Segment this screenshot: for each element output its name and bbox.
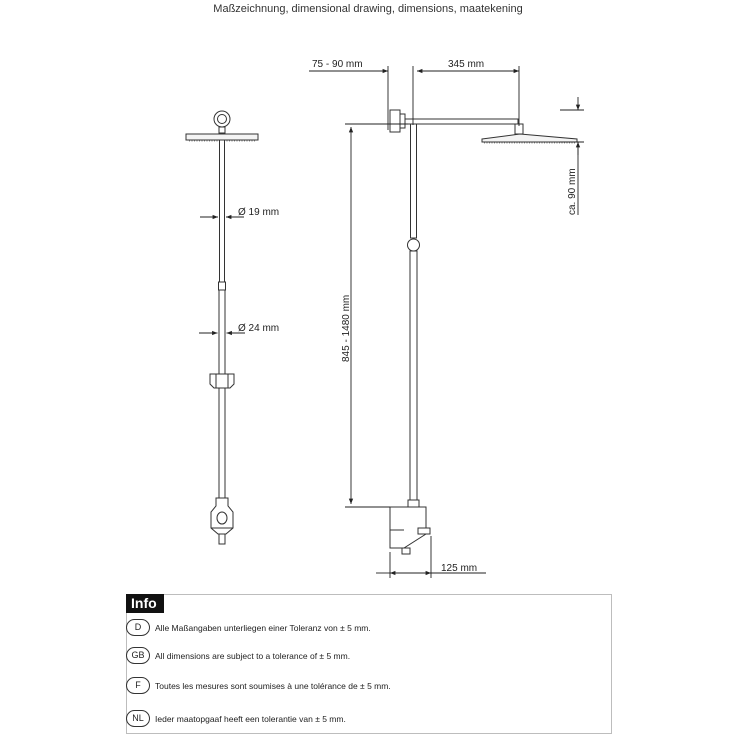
side-mixer-outlet <box>401 547 411 555</box>
dimensional-drawing: Ø 19 mm Ø 24 mm 75 - 90 mm <box>185 59 584 578</box>
dim-offset-label: 75 - 90 mm <box>312 59 363 70</box>
wall-mount-ring-inner <box>217 114 227 124</box>
front-lower-pipe <box>218 289 226 499</box>
info-row-de: D Alle Maßangaben unterliegen einer Tole… <box>126 619 371 636</box>
language-badge-de: D <box>126 619 150 636</box>
info-row-gb: GB All dimensions are subject to a toler… <box>126 647 350 664</box>
info-text-gb: All dimensions are subject to a toleranc… <box>155 650 351 661</box>
info-text-de: Alle Maßangaben unterliegen einer Tolera… <box>155 622 371 633</box>
info-text-nl: Ieder maatopgaaf heeft een tolerantie va… <box>155 713 346 724</box>
dim-arm-marker <box>417 66 520 126</box>
dim-head-label: ca. 90 mm <box>567 168 578 215</box>
front-holder <box>209 373 235 389</box>
info-row-fr: F Toutes les mesures sont soumises à une… <box>126 677 391 694</box>
info-row-nl: NL Ieder maatopgaaf heeft een tolerantie… <box>126 710 346 727</box>
front-upper-pipe <box>219 139 225 283</box>
side-mixer-body <box>389 506 427 549</box>
dim-base-marker <box>376 536 486 578</box>
info-text-fr: Toutes les mesures sont soumises à une t… <box>155 680 391 691</box>
dim-base-label: 125 mm <box>441 563 477 574</box>
language-badge-nl: NL <box>126 710 150 727</box>
dim-head-marker <box>560 97 584 215</box>
language-badge-gb: GB <box>126 647 150 664</box>
side-shower-head <box>481 133 578 143</box>
front-mixer-outlet <box>218 533 226 545</box>
info-panel <box>126 594 612 734</box>
side-wall-bracket <box>389 109 401 133</box>
info-label: Info <box>126 594 164 613</box>
side-view <box>389 109 578 555</box>
side-upper-pipe <box>410 123 417 239</box>
mount-neck <box>218 126 226 134</box>
front-coupling <box>218 281 226 291</box>
side-height-knob <box>407 238 420 252</box>
language-badge-fr: F <box>126 677 150 694</box>
side-shower-arm <box>404 118 519 125</box>
dim-arm-label: 345 mm <box>448 59 484 70</box>
side-lower-pipe <box>409 250 418 502</box>
wall-mount-ring <box>213 110 231 128</box>
front-view <box>185 110 259 545</box>
dim-d19-label: Ø 19 mm <box>238 207 279 218</box>
dim-offset-marker <box>309 66 414 130</box>
front-shower-head <box>185 133 259 141</box>
dim-height-marker <box>345 123 408 508</box>
dim-height-label: 845 - 1480 mm <box>341 295 352 362</box>
dim-d24-label: Ø 24 mm <box>238 323 279 334</box>
drawing-title: Maßzeichnung, dimensional drawing, dimen… <box>213 3 523 15</box>
